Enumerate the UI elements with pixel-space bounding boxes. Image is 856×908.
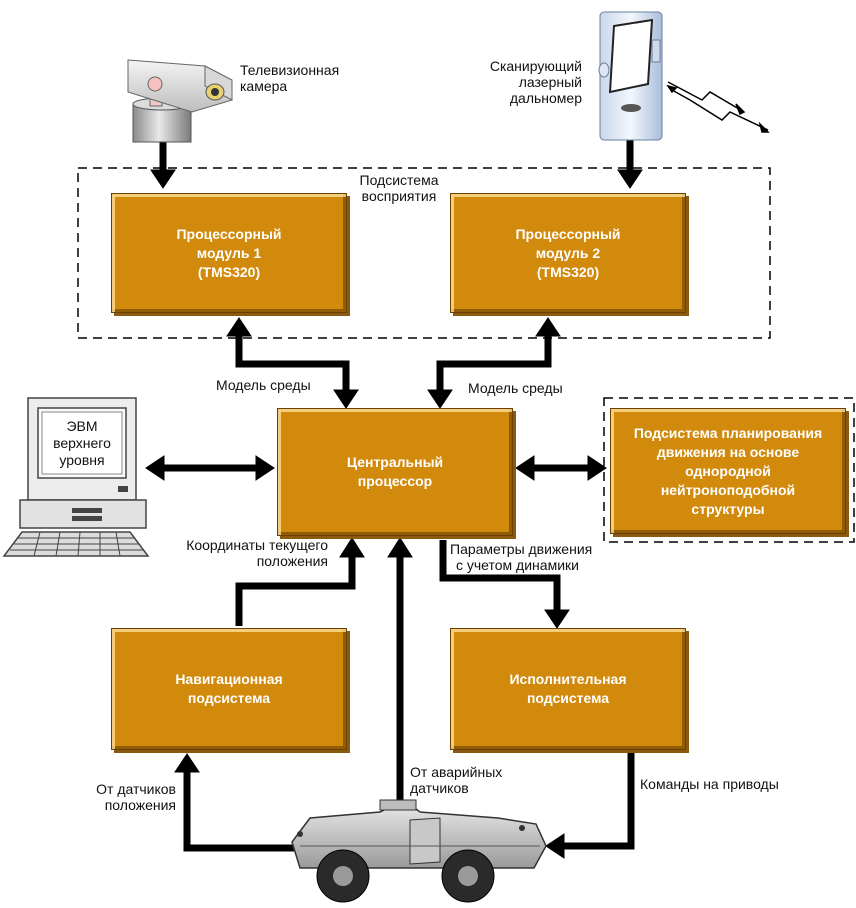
emergency-sensors-label: От аварийных датчиков	[410, 764, 502, 796]
position-sensors-line-1: От датчиков	[96, 781, 176, 797]
computer-screen-label: ЭВМ верхнего уровня	[42, 418, 122, 469]
cpu-line-1: Центральный	[346, 454, 444, 470]
drive-commands-text: Команды на приводы	[640, 776, 779, 792]
perception-subsystem-label: Подсистема восприятия	[344, 172, 454, 204]
central-processor: Центральный процессор	[277, 408, 513, 536]
motion-planning-subsystem: Подсистема планирования движения на осно…	[610, 408, 846, 534]
laser-line-3: дальномер	[509, 90, 582, 106]
drive-commands-label: Команды на приводы	[640, 776, 779, 792]
laser-rangefinder-icon	[598, 11, 663, 141]
planning-subsystem-frame	[603, 397, 855, 543]
computer-line-2: верхнего	[53, 435, 111, 451]
planning-line-1: Подсистема планирования	[633, 424, 823, 441]
proc2-line-1: Процессорный	[515, 225, 621, 242]
env-model-right-text: Модель среды	[468, 380, 563, 396]
perception-line-1: Подсистема	[359, 172, 439, 188]
armored-vehicle-icon	[291, 799, 547, 903]
laser-line-1: Сканирующий	[489, 58, 582, 74]
tv-camera-line-1: Телевизионная	[240, 62, 340, 78]
computer-line-1: ЭВМ	[66, 418, 98, 434]
proc1-line-3: (TMS320)	[197, 263, 261, 280]
motion-params-label: Параметры движения с учетом динамики	[450, 541, 592, 573]
env-model-left-text: Модель среды	[216, 377, 311, 393]
planning-line-5: структуры	[691, 500, 765, 517]
position-sensors-label: От датчиков положения	[70, 781, 176, 813]
connector-arrows	[145, 140, 643, 859]
cpu-line-2: процессор	[357, 473, 433, 489]
proc1-line-1: Процессорный	[176, 225, 282, 242]
position-sensors-line-2: положения	[104, 797, 176, 813]
nav-line-1: Навигационная	[175, 671, 283, 687]
exec-line-1: Исполнительная	[509, 671, 627, 687]
proc2-line-3: (TMS320)	[536, 263, 600, 280]
proc1-line-2: модуль 1	[196, 244, 262, 261]
proc2-line-2: модуль 2	[535, 244, 601, 261]
processor-module-2: Процессорный модуль 2 (TMS320)	[450, 193, 686, 313]
nav-line-2: подсистема	[187, 690, 271, 706]
navigation-subsystem: Навигационная подсистема	[111, 628, 347, 750]
laser-label: Сканирующий лазерный дальномер	[470, 58, 582, 106]
env-model-right-label: Модель среды	[468, 380, 563, 396]
coords-line-2: положения	[256, 553, 328, 569]
emergency-sensors-line-2: датчиков	[410, 780, 469, 796]
exec-line-2: подсистема	[526, 690, 610, 706]
motion-params-line-1: Параметры движения	[450, 541, 593, 557]
planning-line-2: движения на основе	[656, 443, 800, 460]
motion-params-line-2: с учетом динамики	[456, 557, 579, 573]
emergency-sensors-line-1: От аварийных	[410, 764, 503, 780]
perception-subsystem-frame	[77, 167, 771, 339]
planning-line-4: нейтроноподобной	[660, 481, 796, 498]
laser-line-2: лазерный	[518, 74, 582, 90]
tv-camera-line-2: камера	[240, 78, 288, 94]
computer-icon	[2, 397, 150, 557]
perception-line-2: восприятия	[361, 188, 437, 204]
laser-beam-icon	[666, 81, 770, 133]
coords-label: Координаты текущего положения	[172, 537, 328, 569]
processor-module-1: Процессорный модуль 1 (TMS320)	[111, 193, 347, 313]
computer-line-3: уровня	[59, 452, 105, 468]
planning-line-3: однородной	[685, 462, 771, 479]
env-model-left-label: Модель среды	[216, 377, 311, 393]
coords-line-1: Координаты текущего	[186, 537, 328, 553]
tv-camera-label: Телевизионная камера	[240, 62, 339, 94]
executive-subsystem: Исполнительная подсистема	[450, 628, 686, 750]
tv-camera-icon	[127, 59, 233, 143]
